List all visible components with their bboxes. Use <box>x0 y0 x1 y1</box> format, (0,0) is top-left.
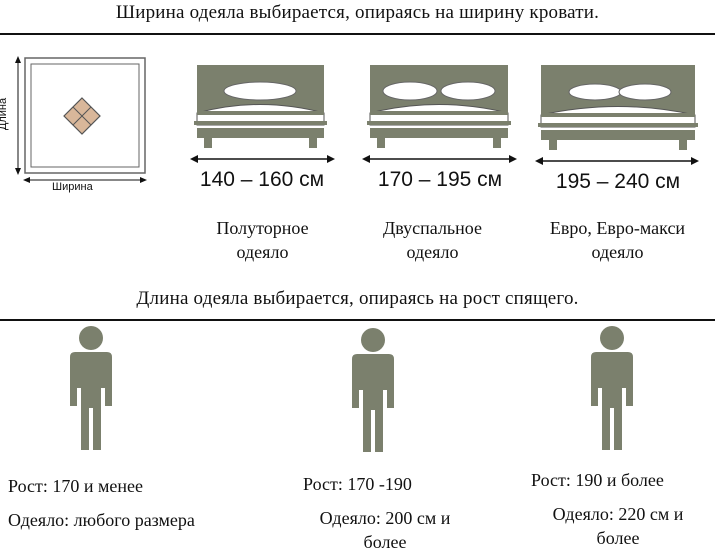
bed-size-label: 195 – 240 см <box>555 170 681 193</box>
diamond-pattern-icon <box>63 97 101 135</box>
length-section-title: Длина одеяла выбирается, опираясь на рос… <box>136 288 579 309</box>
bed-caption: Полуторное одеяло <box>216 218 309 262</box>
width-label: Ширина <box>52 181 93 193</box>
width-section-title: Ширина одеяла выбирается, опираясь на ши… <box>115 2 600 23</box>
length-label: Длина <box>0 97 10 131</box>
height-info: Рост: 170 и менее <box>8 476 143 496</box>
blanket-info: Одеяло: 220 см и более <box>552 504 684 548</box>
person-icon <box>352 328 394 452</box>
bed-caption: Евро, Евро-макси одеяло <box>549 218 686 262</box>
height-info: Рост: 170 -190 <box>303 474 412 494</box>
blanket-info: Одеяло: любого размера <box>8 510 195 530</box>
person-icon <box>70 326 112 450</box>
bed-caption: Двуспальное одеяло <box>383 218 482 262</box>
bed-single-icon <box>190 65 335 163</box>
top-divider <box>0 33 715 35</box>
bed-size-label: 140 – 160 см <box>199 168 325 191</box>
blanket-info: Одеяло: 200 см и более <box>319 508 451 552</box>
blanket-diagram <box>15 56 147 183</box>
bed-euro-icon <box>535 65 699 165</box>
bed-double-icon <box>362 65 517 163</box>
person-icon <box>591 326 633 450</box>
middle-divider <box>0 319 715 321</box>
height-info: Рост: 190 и более <box>531 470 664 490</box>
bed-size-label: 170 – 195 см <box>377 168 503 191</box>
